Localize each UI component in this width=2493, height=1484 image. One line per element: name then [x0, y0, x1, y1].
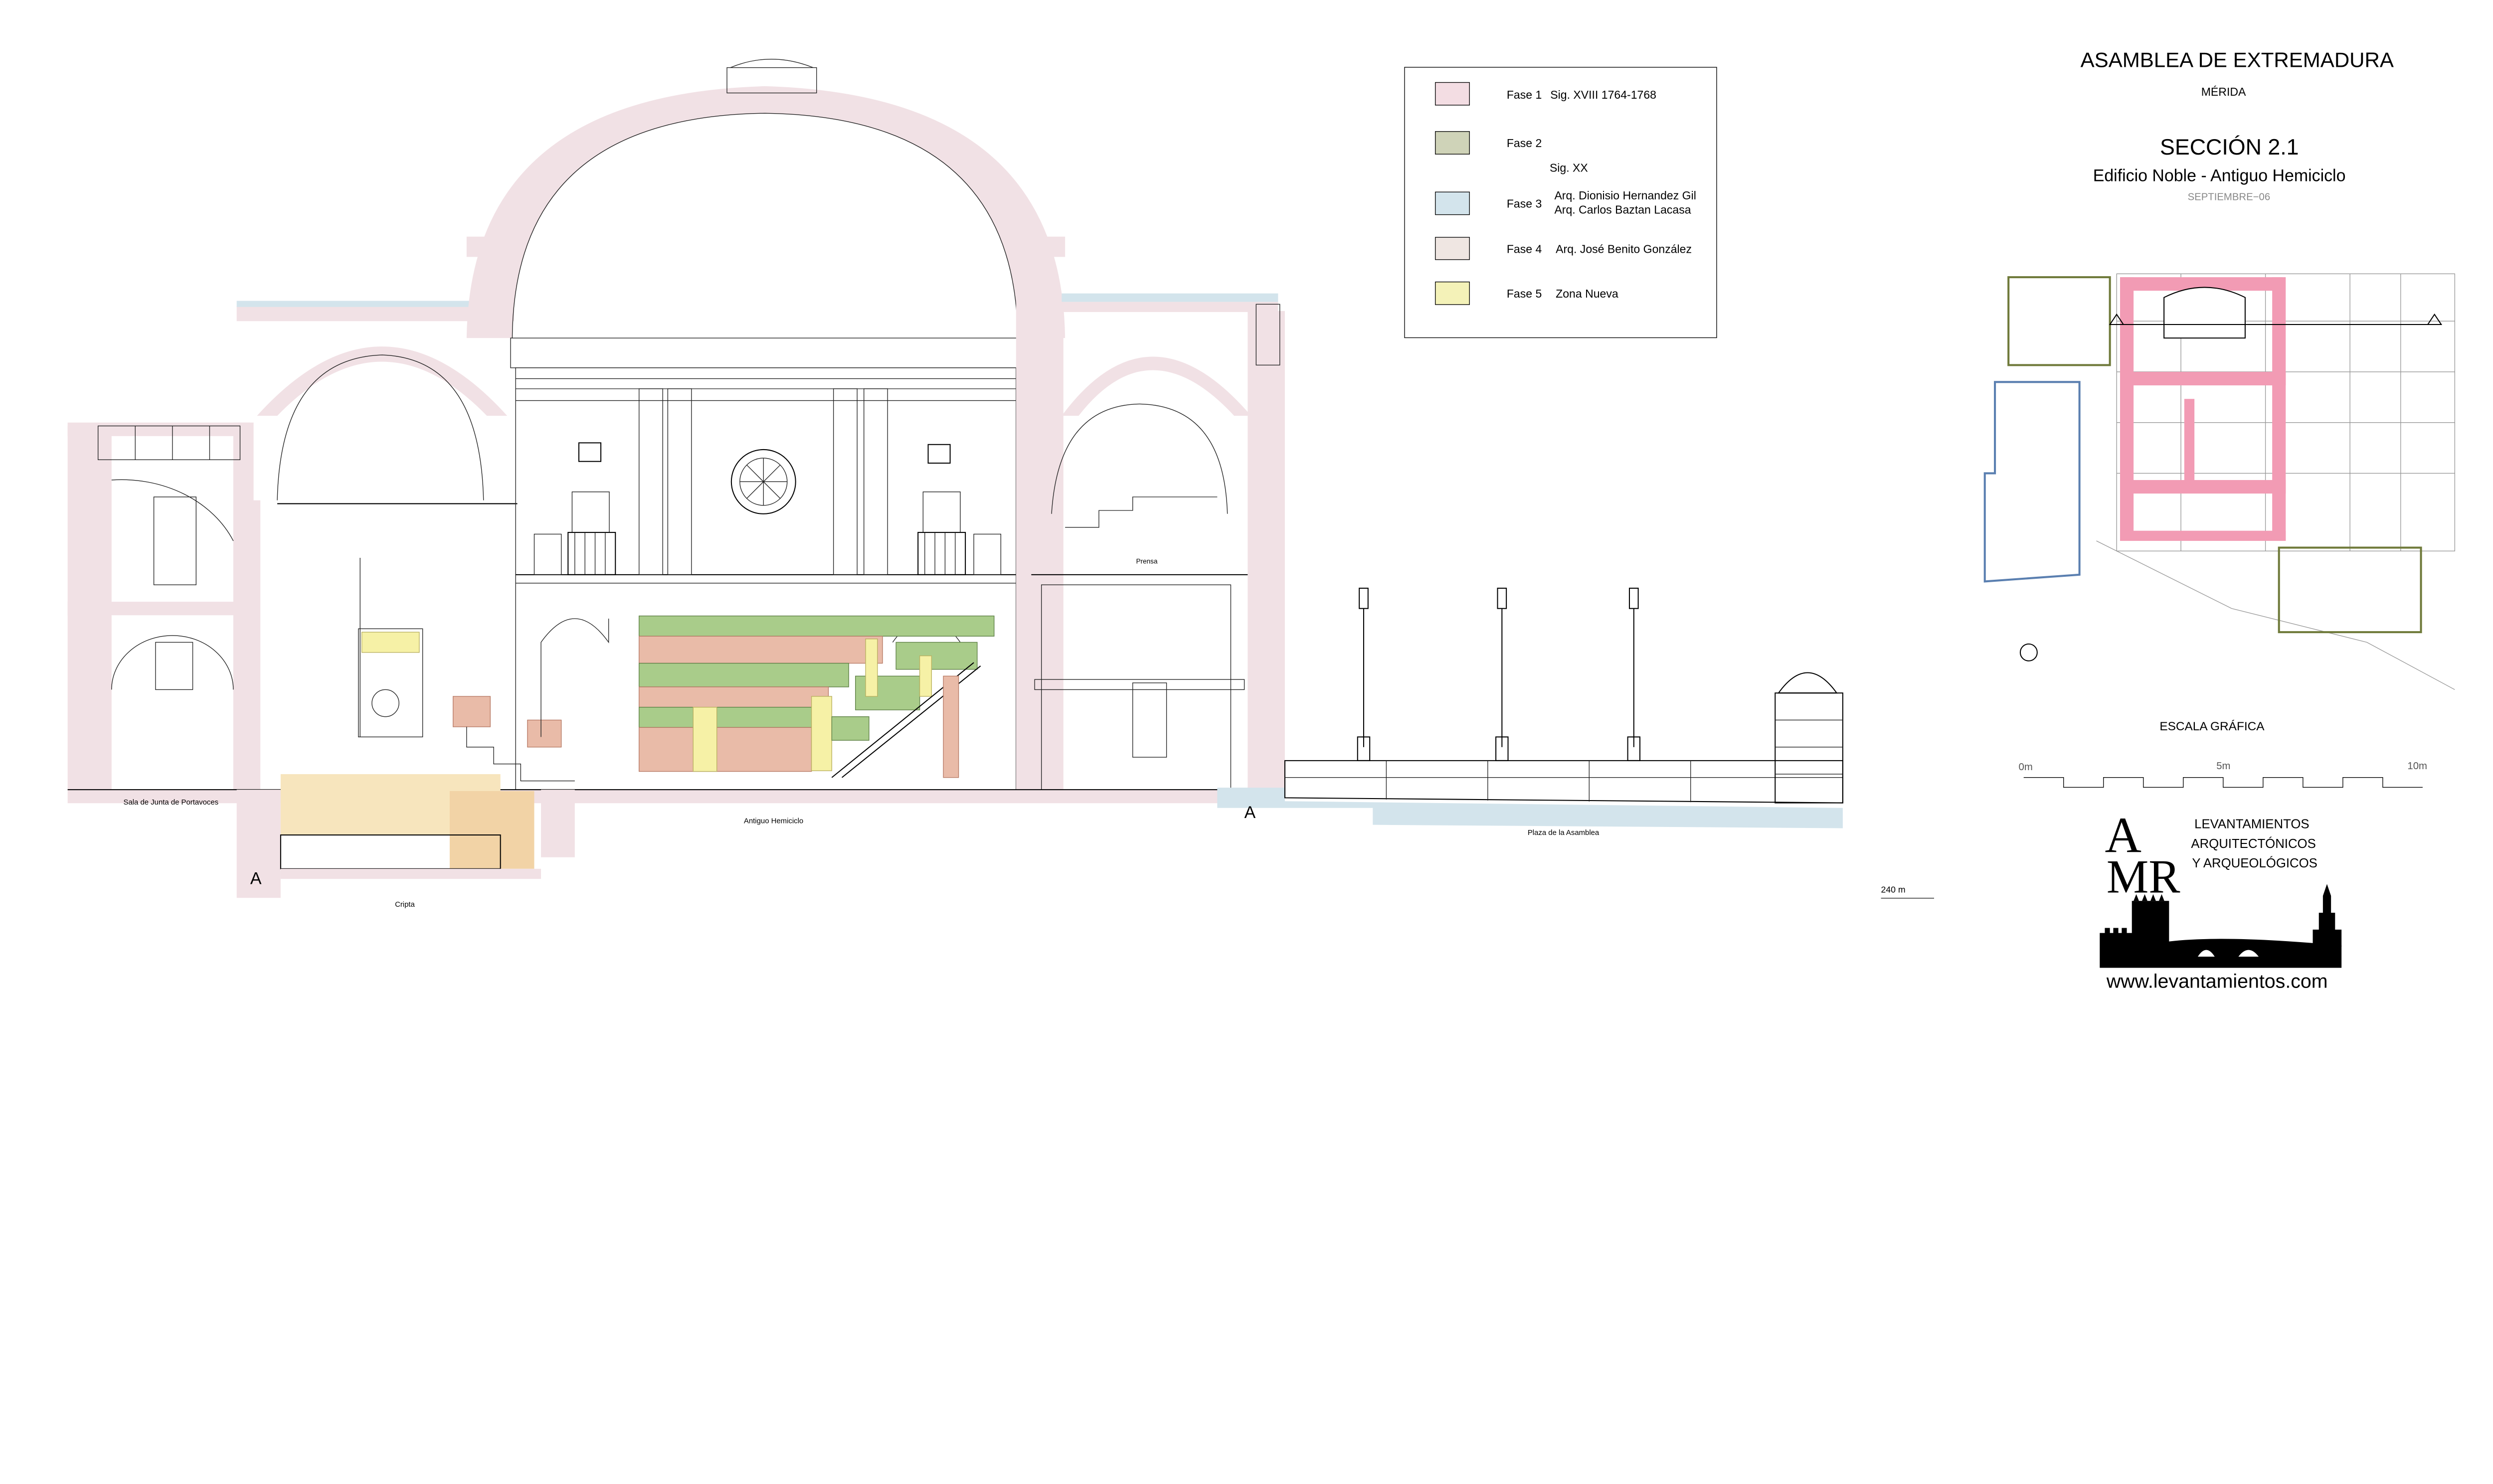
svg-text:Zona Nueva: Zona Nueva — [1556, 287, 1618, 300]
legend: Fase 1 Sig. XVIII 1764-1768 Fase 2 Sig. … — [1404, 67, 1717, 338]
svg-text:Fase 4: Fase 4 — [1507, 242, 1542, 255]
date: SEPTIEMBRE−06 — [2188, 191, 2271, 202]
title-block: ASAMBLEA DE EXTREMADURA MÉRIDA SECCIÓN 2… — [2081, 48, 2394, 202]
logo-line-1: LEVANTAMIENTOS — [2194, 817, 2309, 831]
logo-monogram-mr: MR — [2107, 850, 2180, 903]
kiosk — [1775, 672, 1843, 804]
swatch-fase2 — [1435, 131, 1470, 155]
merida-skyline-icon — [2100, 884, 2342, 968]
logo-line-3: Y ARQUEOLÓGICOS — [2192, 856, 2317, 870]
svg-text:Fase 3: Fase 3 — [1507, 197, 1542, 210]
legend-century-note: Sig. XX — [1550, 161, 1588, 174]
scale-title: ESCALA GRÁFICA — [2159, 720, 2265, 733]
swatch-fase3 — [1435, 191, 1470, 215]
svg-text:Arq. Dionisio Hernandez Gil: Arq. Dionisio Hernandez Gil — [1554, 189, 1696, 202]
section-subtitle: Edificio Noble - Antiguo Hemiciclo — [2093, 166, 2346, 185]
street-lamp — [1357, 587, 1371, 761]
dome — [466, 58, 1066, 368]
amr-logo: A MR LEVANTAMIENTOS ARQUITECTÓNICOS Y AR… — [2100, 807, 2342, 992]
building-section: Prensa A A — [67, 58, 1935, 909]
scale-tick-5: 5m — [2216, 761, 2230, 772]
window-grille-right — [927, 444, 951, 464]
legend-entry-fase5: Fase 5 Zona Nueva — [1435, 281, 1618, 305]
logo-monogram-a: A — [2105, 807, 2141, 863]
graphic-scale: ESCALA GRÁFICA 0m 5m 10m — [2019, 720, 2427, 788]
scale-tick-10: 10m — [2407, 761, 2427, 772]
label-elevation: 240 m — [1881, 884, 1906, 894]
logo-url[interactable]: www.levantamientos.com — [2106, 971, 2328, 992]
architectural-section-sheet: Prensa A A — [67, 48, 2456, 992]
street-lamp — [1627, 587, 1641, 761]
right-section: Prensa — [1016, 293, 1285, 790]
legend-entry-fase2: Fase 2 — [1435, 131, 1542, 155]
label-sala-junta: Sala de Junta de Portavoces — [124, 799, 219, 807]
balcony-left — [567, 492, 616, 575]
label-plaza: Plaza de la Asamblea — [1528, 829, 1600, 837]
site-plan — [1983, 273, 2456, 690]
window-grille-left — [578, 442, 602, 462]
svg-text:Arq. Carlos Baztan Lacasa: Arq. Carlos Baztan Lacasa — [1554, 203, 1691, 216]
balcony-right — [917, 492, 966, 575]
section-title: SECCIÓN 2.1 — [2160, 135, 2299, 160]
legend-entry-fase4: Fase 4 Arq. José Benito González — [1435, 237, 1692, 260]
amr-mark-hall: A — [1245, 803, 1256, 822]
amr-mark-crypt: A — [250, 869, 262, 888]
city: MÉRIDA — [2201, 85, 2246, 98]
swatch-fase1 — [1435, 82, 1470, 106]
scale-bar — [2023, 777, 2423, 788]
left-vault-zone — [236, 301, 575, 790]
plaza — [1284, 587, 1843, 828]
svg-text:Fase 5: Fase 5 — [1507, 287, 1542, 300]
swatch-fase4 — [1435, 237, 1470, 260]
svg-text:Fase 1: Fase 1 — [1507, 88, 1542, 101]
label-cripta: Cripta — [395, 901, 415, 909]
left-wing — [67, 422, 254, 790]
legend-entry-fase3: Fase 3 Arq. Dionisio Hernandez Gil Arq. … — [1435, 189, 1696, 216]
svg-text:Arq. José Benito González: Arq. José Benito González — [1556, 242, 1692, 255]
svg-text:Sig. XVIII 1764-1768: Sig. XVIII 1764-1768 — [1550, 88, 1656, 101]
legend-entry-fase1: Fase 1 Sig. XVIII 1764-1768 — [1435, 82, 1656, 106]
hemicycle-seating — [639, 615, 995, 778]
label-hemiciclo: Antiguo Hemiciclo — [744, 817, 803, 825]
rose-window — [730, 449, 796, 514]
svg-text:Fase 2: Fase 2 — [1507, 137, 1542, 150]
institution-title: ASAMBLEA DE EXTREMADURA — [2081, 48, 2394, 71]
north-arrow-icon — [2019, 643, 2038, 661]
scale-tick-0: 0m — [2019, 762, 2033, 773]
logo-line-2: ARQUITECTÓNICOS — [2191, 836, 2315, 851]
swatch-fase5 — [1435, 281, 1470, 305]
street-lamp — [1495, 587, 1509, 761]
ground-and-crypt — [67, 774, 1285, 898]
label-prensa: Prensa — [1136, 557, 1158, 565]
